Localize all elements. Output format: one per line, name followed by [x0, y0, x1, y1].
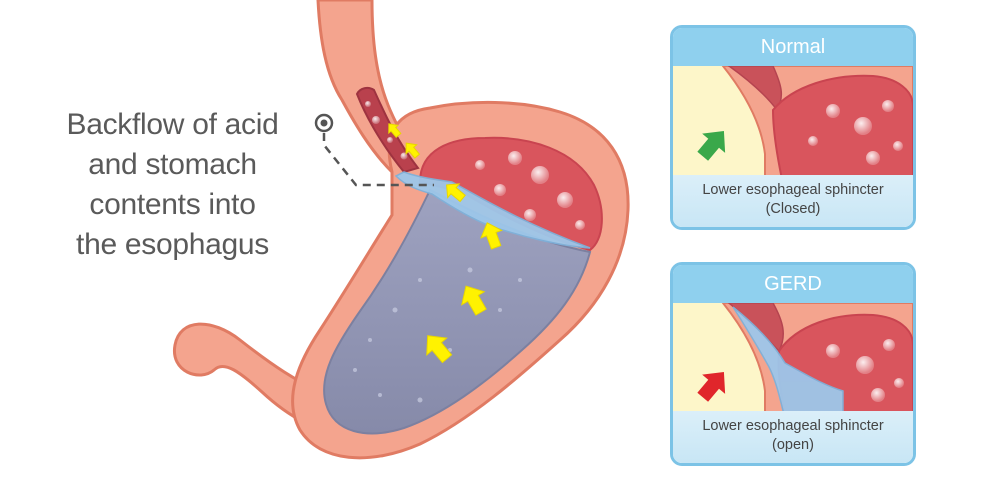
callout-leader — [314, 113, 434, 187]
callout-line: and stomach — [88, 148, 257, 181]
callout-line: the esophagus — [76, 228, 269, 261]
arrow-up-icon — [405, 142, 421, 159]
arrow-up-icon — [426, 335, 453, 364]
panel-normal-caption: Lower esophageal sphincter (Closed) — [673, 175, 913, 227]
callout-line: contents into — [89, 188, 256, 221]
panel-gerd-title: GERD — [673, 265, 913, 303]
arrow-up-icon — [480, 222, 503, 250]
esophagus-channel — [355, 86, 420, 174]
panel-gerd-caption: Lower esophageal sphincter (open) — [673, 411, 913, 463]
panel-normal-title: Normal — [673, 28, 913, 66]
callout-line: Backflow of acid — [66, 108, 279, 141]
stomach-fluid — [323, 188, 592, 435]
arrow-icon — [697, 130, 726, 161]
gerd-sphincter-illustration — [673, 303, 913, 419]
panel-gerd: GERD Lower esophageal sphincter (open) — [670, 262, 916, 466]
fluid-speckles — [353, 267, 522, 403]
normal-sphincter-illustration — [673, 66, 913, 184]
arrow-up-icon — [460, 285, 487, 316]
arrow-icon — [697, 371, 726, 402]
arrow-up-icon — [388, 123, 402, 138]
reflux-callout-label: Backflow of acid and stomach contents in… — [40, 105, 305, 265]
panel-normal: Normal Lower esophageal sphincter (Close… — [670, 25, 916, 230]
lining-bubbles — [475, 151, 585, 230]
channel-bubbles — [365, 101, 408, 160]
arrow-up-icon — [446, 183, 466, 203]
acid-reflux — [394, 171, 591, 249]
reflux-arrows — [388, 123, 503, 364]
